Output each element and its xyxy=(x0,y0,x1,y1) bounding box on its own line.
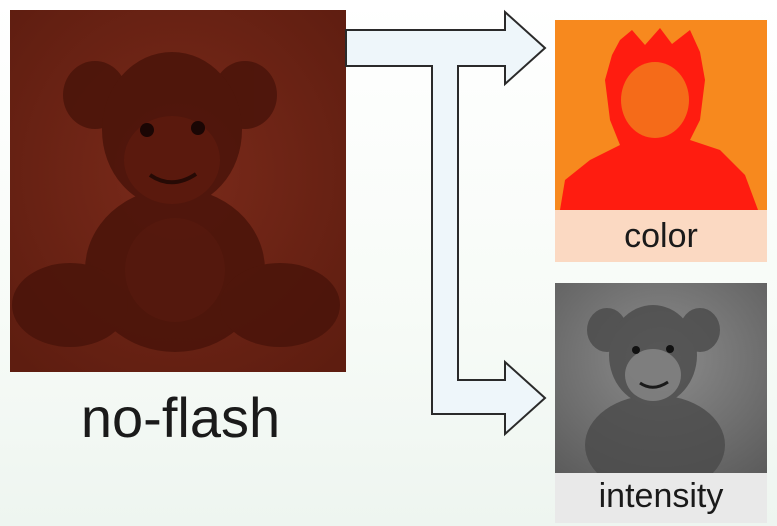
color-label: color xyxy=(624,217,698,255)
color-image xyxy=(555,20,767,262)
no-flash-image xyxy=(10,10,346,372)
intensity-image xyxy=(555,283,767,523)
intensity-label: intensity xyxy=(598,477,724,515)
no-flash-label: no-flash xyxy=(80,386,281,449)
intensity-caption-band xyxy=(555,473,767,523)
color-caption-band xyxy=(555,210,767,262)
branch-arrow xyxy=(345,9,547,437)
